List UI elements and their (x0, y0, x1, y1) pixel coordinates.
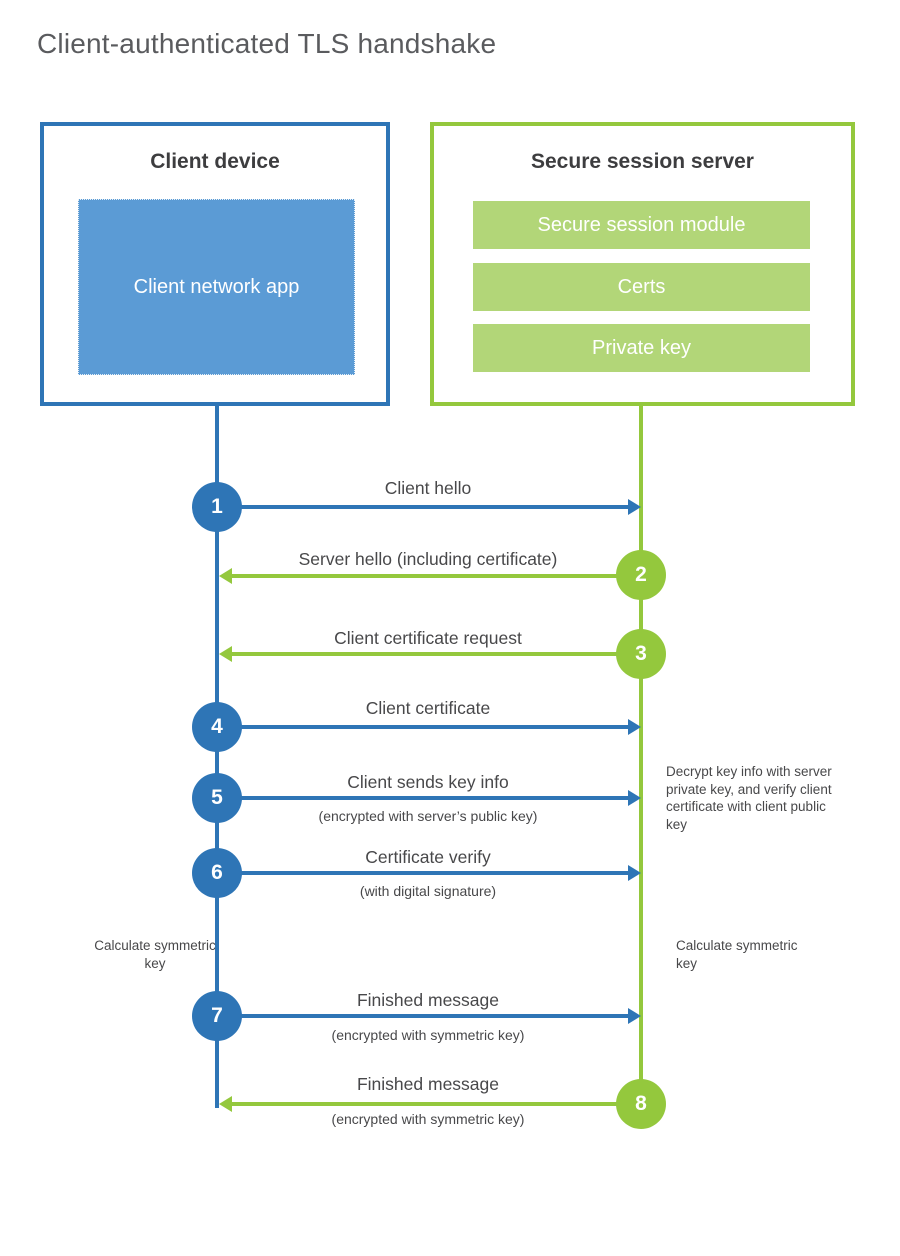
message-label-3: Client certificate request (334, 628, 522, 648)
client-device-title: Client device (150, 150, 280, 173)
step-badge-3: 3 (616, 629, 666, 679)
message-label-8: Finished message (356, 1074, 500, 1094)
arrow-step-2 (232, 574, 618, 578)
step-badge-8: 8 (616, 1079, 666, 1129)
secure-session-server-title: Secure session server (531, 150, 754, 173)
server-module-certs: Certs (473, 263, 810, 311)
message-sublabel-6: (with digital signature) (359, 883, 497, 899)
step-badge-6: 6 (192, 848, 242, 898)
client-lifeline (215, 406, 219, 1108)
arrow-step-6 (240, 871, 628, 875)
arrow-step-1 (240, 505, 628, 509)
client-network-app-box: Client network app (78, 199, 355, 375)
step-badge-7: 7 (192, 991, 242, 1041)
step-badge-4: 4 (192, 702, 242, 752)
calculate-symmetric-key-note-client: Calculate symmetric key (94, 938, 216, 971)
server-module-private-key: Private key (473, 324, 810, 372)
message-label-4: Client certificate (365, 698, 491, 718)
arrow-step-7 (240, 1014, 628, 1018)
server-module-secure-session: Secure session module (473, 201, 810, 249)
arrow-step-8 (232, 1102, 618, 1106)
message-label-7: Finished message (356, 990, 500, 1010)
message-label-2: Server hello (including certificate) (298, 549, 558, 569)
message-sublabel-8: (encrypted with symmetric key) (331, 1111, 525, 1127)
decrypt-key-note: Decrypt key info with server private key… (666, 764, 832, 832)
message-sublabel-5: (encrypted with server’s public key) (318, 808, 538, 824)
arrow-step-4 (240, 725, 628, 729)
step-badge-5: 5 (192, 773, 242, 823)
message-sublabel-7: (encrypted with symmetric key) (331, 1027, 525, 1043)
arrow-step-5 (240, 796, 628, 800)
server-lifeline (639, 406, 643, 1106)
step-badge-1: 1 (192, 482, 242, 532)
arrow-step-3 (232, 652, 618, 656)
step-badge-2: 2 (616, 550, 666, 600)
calculate-symmetric-key-note-server: Calculate symmetric key (676, 938, 798, 971)
message-label-5: Client sends key info (347, 772, 509, 792)
page-title: Client-authenticated TLS handshake (37, 28, 497, 59)
message-label-6: Certificate verify (365, 847, 491, 867)
message-label-1: Client hello (384, 478, 472, 498)
